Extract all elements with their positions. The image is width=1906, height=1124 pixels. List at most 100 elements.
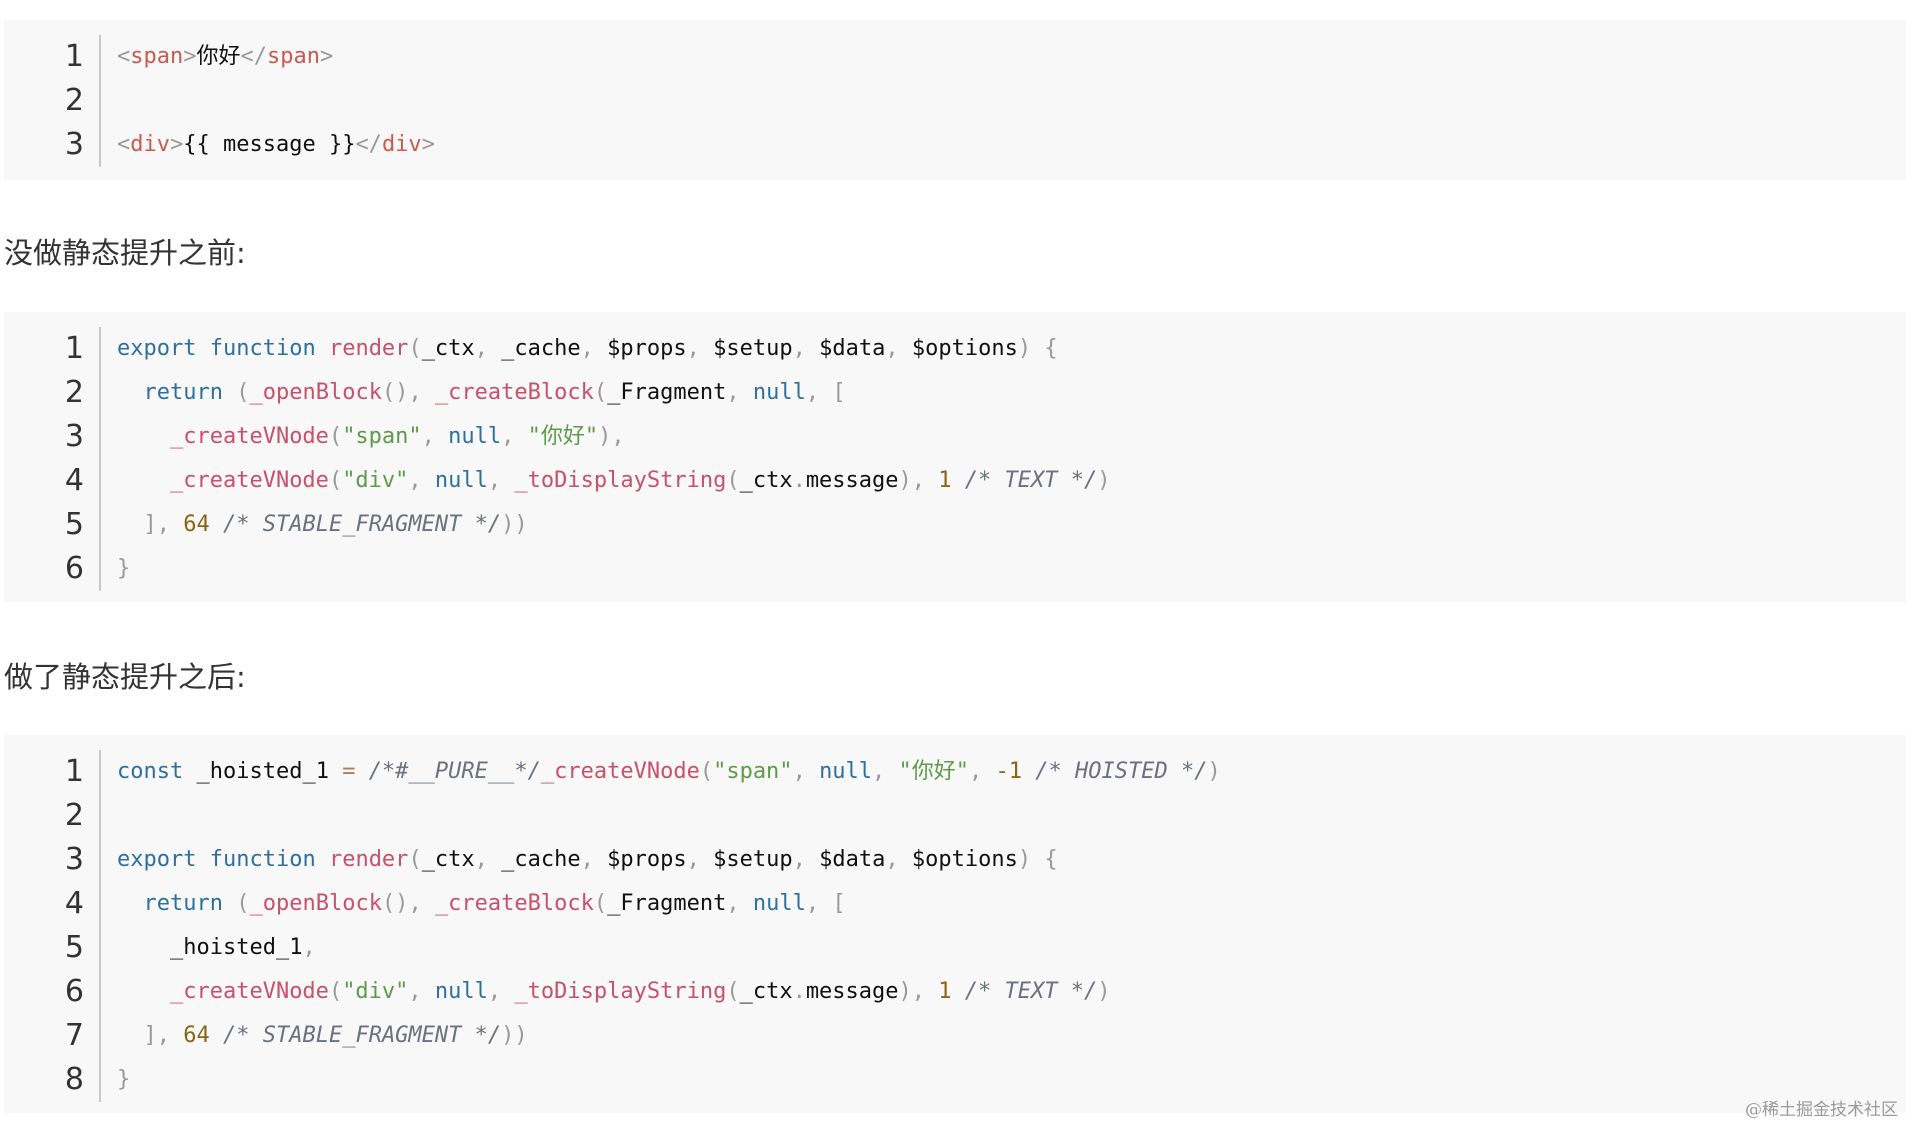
line-number: 2 [64, 798, 84, 833]
code-token: ] [143, 512, 157, 537]
code-token [952, 979, 965, 1004]
code-token: < [117, 44, 131, 69]
code-line: } [117, 547, 1110, 591]
code-content[interactable]: export function render(_ctx, _cache, $pr… [101, 327, 1110, 591]
code-token: _toDisplayString [514, 979, 727, 1004]
code-token: () [381, 891, 409, 916]
code-token [316, 336, 329, 361]
code-token: _openBlock [249, 891, 382, 916]
code-token: [ [832, 891, 846, 916]
code-token: 1 [938, 979, 952, 1004]
line-number: 3 [64, 419, 84, 454]
code-token: . [792, 979, 806, 1004]
code-token: ( [726, 979, 740, 1004]
code-token: span [130, 44, 184, 69]
code-token: , [408, 380, 435, 405]
code-token: $options [911, 847, 1018, 872]
code-token: "你好" [527, 424, 599, 449]
code-content[interactable]: const _hoisted_1 = /*#__PURE__*/_createV… [101, 750, 1221, 1102]
code-token: , [792, 759, 820, 784]
code-token [1031, 847, 1044, 872]
code-token: </ [355, 132, 382, 157]
code-token: _toDisplayString [514, 468, 727, 493]
code-token: , [421, 424, 449, 449]
code-token: _createVNode [169, 424, 329, 449]
code-token [223, 891, 236, 916]
code-token: "span" [342, 424, 422, 449]
code-token: , [474, 336, 502, 361]
code-token [117, 512, 144, 537]
code-token: /* HOISTED */ [1035, 759, 1208, 784]
code-token [117, 1023, 144, 1048]
code-token [223, 380, 236, 405]
code-token [196, 336, 209, 361]
code-token [117, 380, 144, 405]
code-token [316, 847, 329, 872]
code-token: null [752, 891, 806, 916]
code-token: _Fragment [607, 891, 727, 916]
code-line: return (_openBlock(), _createBlock(_Frag… [117, 882, 1221, 926]
code-content[interactable]: <span>你好</span><div>{{ message }}</div> [101, 35, 435, 167]
code-token: _ctx [421, 336, 475, 361]
code-token: ( [726, 468, 740, 493]
code-token: /* TEXT */ [964, 468, 1098, 493]
code-token: return [143, 891, 223, 916]
code-token: div [130, 132, 170, 157]
code-token: $setup [713, 336, 793, 361]
code-token: , [911, 468, 939, 493]
code-token: _cache [501, 336, 581, 361]
watermark: @稀土掘金技术社区 [1745, 1100, 1898, 1120]
code-token: , [580, 336, 608, 361]
code-token: "span" [713, 759, 793, 784]
code-token: , [872, 759, 899, 784]
code-token: , [408, 891, 435, 916]
code-token [210, 1023, 223, 1048]
code-token: span [267, 44, 320, 69]
code-token: ), [598, 424, 625, 449]
line-number: 5 [64, 930, 84, 965]
code-line: <span>你好</span> [117, 35, 435, 79]
code-token: _ctx [421, 847, 475, 872]
code-token: ( [699, 759, 714, 784]
code-token [117, 424, 170, 449]
code-token: _ctx [739, 468, 793, 493]
code-token: , [474, 847, 502, 872]
line-number: 4 [64, 463, 84, 498]
line-number: 1 [64, 39, 84, 74]
code-token: function [209, 847, 316, 872]
line-number: 2 [64, 375, 84, 410]
code-token: null [752, 380, 806, 405]
code-line: ], 64 /* STABLE_FRAGMENT */)) [117, 503, 1110, 547]
code-token: "div" [342, 979, 409, 1004]
code-token: > [183, 44, 197, 69]
code-token: 64 [183, 1023, 210, 1048]
code-token: . [792, 468, 806, 493]
code-token: ] [143, 1023, 157, 1048]
line-number: 1 [64, 331, 84, 366]
code-line: export function render(_ctx, _cache, $pr… [117, 838, 1221, 882]
code-token: ) [1097, 979, 1111, 1004]
code-token: > [319, 44, 334, 69]
code-token: $setup [713, 847, 793, 872]
code-line: <div>{{ message }}</div> [117, 123, 435, 167]
code-token: ( [408, 336, 422, 361]
code-token: ) [898, 979, 912, 1004]
code-token: _openBlock [249, 380, 382, 405]
code-token: /*#__PURE__*/ [368, 759, 541, 784]
code-token [117, 979, 170, 1004]
code-token: > [421, 132, 435, 157]
code-token: $props [607, 847, 687, 872]
code-token: null [434, 979, 488, 1004]
code-token: /* STABLE_FRAGMENT */ [223, 512, 502, 537]
code-token: null [819, 759, 873, 784]
code-line: _hoisted_1, [117, 926, 1221, 970]
code-token: , [302, 935, 316, 960]
code-token: = [342, 759, 356, 784]
code-token [117, 935, 170, 960]
code-token [952, 468, 965, 493]
code-line: _createVNode("span", null, "你好"), [117, 415, 1110, 459]
code-token: _createVNode [169, 468, 329, 493]
code-token: $options [911, 336, 1018, 361]
